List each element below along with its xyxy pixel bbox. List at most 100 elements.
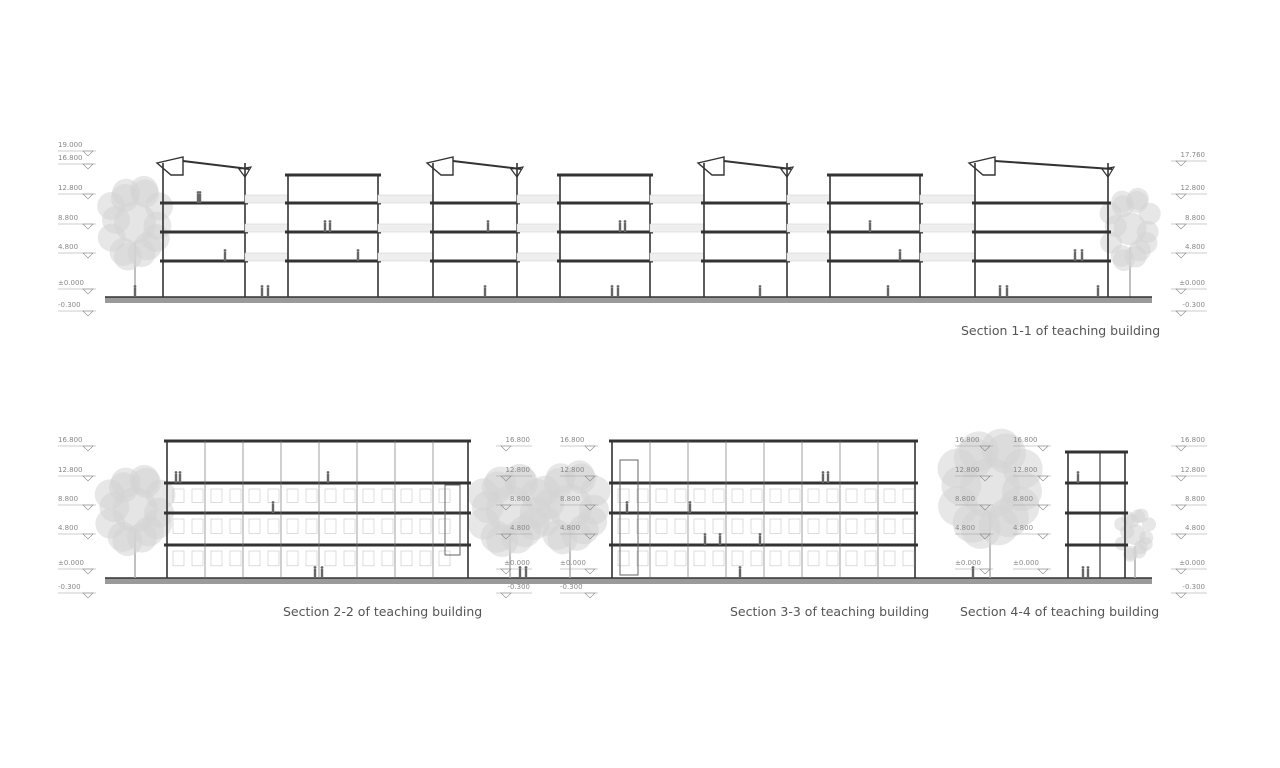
- window: [248, 488, 261, 503]
- floor-slab: [557, 259, 653, 263]
- window: [731, 518, 744, 534]
- person-head: [758, 533, 762, 536]
- person-figure: [266, 285, 270, 297]
- person-body: [1081, 569, 1085, 578]
- person-head: [688, 501, 692, 504]
- sloped-roof: [452, 160, 522, 170]
- level-label: 12.800: [955, 466, 980, 474]
- level-label: 4.800: [560, 524, 580, 532]
- level-marker-icon: [82, 288, 94, 295]
- person-figure: [178, 471, 182, 483]
- building-section-4-4: [1065, 450, 1128, 578]
- person-body: [483, 288, 487, 297]
- building-block-1-5: [696, 156, 795, 297]
- level-label: ±0.000: [1179, 559, 1205, 567]
- level-label: -0.300: [1182, 583, 1205, 591]
- tree-foliage: [1123, 545, 1138, 560]
- window: [210, 518, 223, 534]
- person-figure: [821, 471, 825, 483]
- level-marker-icon: [1175, 288, 1187, 295]
- person-body: [688, 504, 692, 513]
- window: [419, 550, 432, 567]
- window: [769, 488, 782, 503]
- level-label: 12.800: [1013, 466, 1038, 474]
- window: [788, 518, 801, 534]
- corridor-railing: [244, 252, 289, 262]
- tree-section-2-left: [94, 464, 176, 578]
- corridor-railing: [919, 252, 976, 262]
- person-figure: [133, 285, 137, 297]
- tree-foliage: [960, 458, 1020, 519]
- floor-slab: [164, 543, 471, 547]
- window: [750, 550, 763, 567]
- window: [807, 488, 820, 503]
- level-label: 12.800: [1181, 184, 1206, 192]
- window: [210, 550, 223, 567]
- corridor-railing: [919, 223, 976, 233]
- window: [902, 550, 915, 567]
- person-figure: [524, 566, 528, 578]
- level-label: -0.300: [1182, 301, 1205, 309]
- corridor-railing: [786, 194, 831, 204]
- person-body: [618, 223, 622, 232]
- person-head: [1080, 249, 1084, 252]
- roof-slab: [557, 173, 653, 177]
- roof-eave: [1100, 166, 1116, 179]
- level-marker-icon: [1175, 504, 1187, 511]
- person-head: [610, 285, 614, 288]
- level-label: 8.800: [510, 495, 530, 503]
- person-head: [738, 566, 742, 569]
- person-head: [518, 566, 522, 569]
- level-label: ±0.000: [58, 559, 84, 567]
- floor-slab: [972, 259, 1111, 263]
- person-figure: [323, 220, 327, 232]
- roof-skylight: [155, 156, 184, 176]
- person-figure: [971, 566, 975, 578]
- person-body: [826, 474, 830, 483]
- level-marker-icon: [500, 504, 512, 511]
- window: [902, 518, 915, 534]
- window: [655, 550, 668, 567]
- building-block-1-4: [557, 173, 653, 297]
- person-figure: [1073, 249, 1077, 261]
- stair-block: [444, 484, 461, 556]
- floor-slab: [285, 259, 381, 263]
- person-body: [623, 223, 627, 232]
- person-head: [821, 471, 825, 474]
- tree-foliage: [1131, 509, 1146, 524]
- level-marker-icon: [82, 533, 94, 540]
- level-label: 8.800: [1013, 495, 1033, 503]
- floor-slab: [285, 201, 381, 205]
- floor-slab: [430, 201, 520, 205]
- person-head: [1073, 249, 1077, 252]
- window: [826, 488, 839, 503]
- window: [617, 518, 630, 534]
- window: [731, 488, 744, 503]
- window: [731, 550, 744, 567]
- level-marker-icon: [979, 504, 991, 511]
- floor-slab: [164, 481, 471, 485]
- level-marker-icon: [82, 504, 94, 511]
- person-figure: [758, 285, 762, 297]
- level-marker-icon: [1175, 223, 1187, 230]
- person-head: [483, 285, 487, 288]
- level-label: 16.800: [1013, 436, 1038, 444]
- level-marker-icon: [82, 310, 94, 317]
- window: [750, 488, 763, 503]
- level-label: 16.800: [58, 154, 83, 162]
- person-figure: [610, 285, 614, 297]
- corridor-railing: [649, 252, 705, 262]
- tree-foliage: [114, 201, 156, 244]
- window: [864, 550, 877, 567]
- person-figure: [1081, 566, 1085, 578]
- window: [845, 488, 858, 503]
- window: [826, 518, 839, 534]
- window: [788, 550, 801, 567]
- level-marker-icon: [1037, 533, 1049, 540]
- person-body: [1076, 474, 1080, 483]
- corridor-railing: [649, 194, 705, 204]
- level-marker-icon: [979, 445, 991, 452]
- window: [769, 518, 782, 534]
